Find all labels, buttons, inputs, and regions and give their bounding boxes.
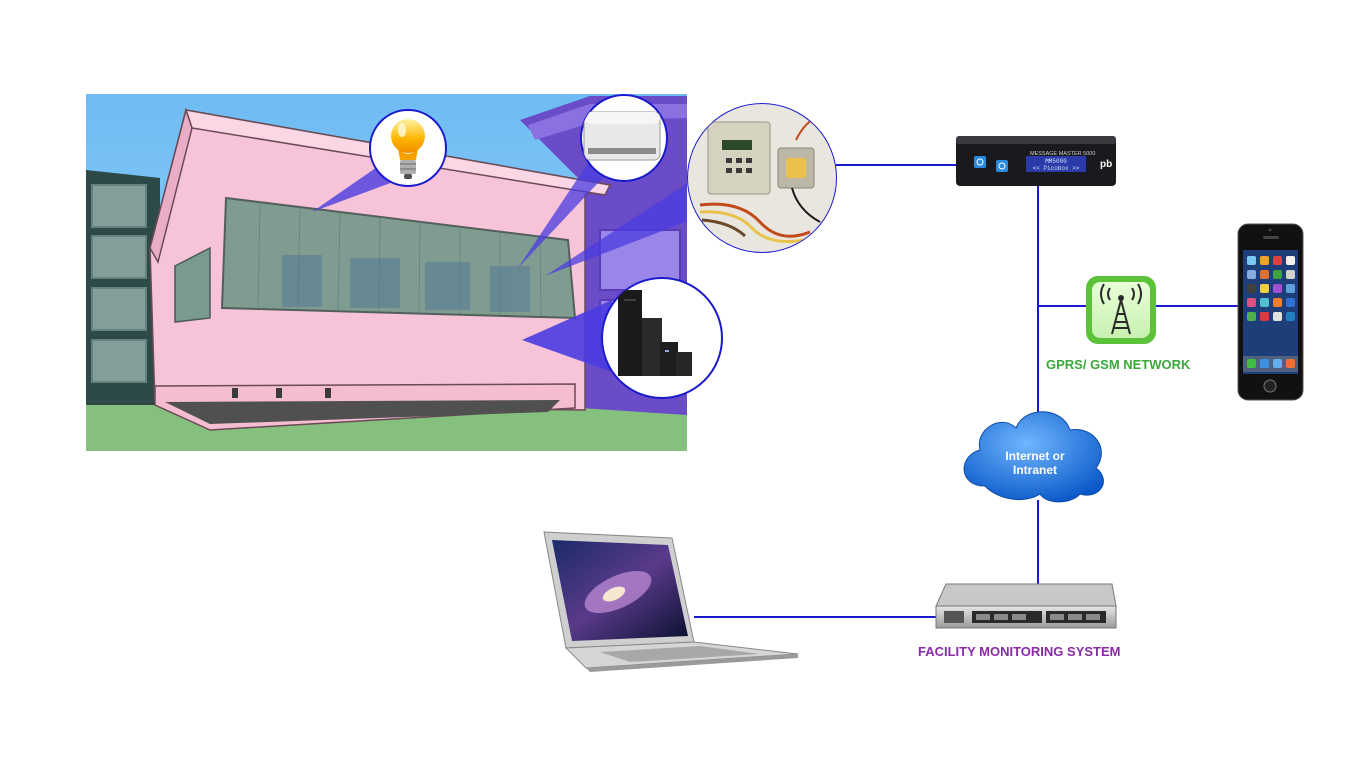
lightbulb-icon — [369, 109, 447, 187]
signal-tower-icon — [1086, 276, 1156, 344]
device-logo: pb — [1100, 159, 1112, 170]
ups-battery-icon — [601, 277, 723, 399]
device-screen-line1: MM5000 — [1045, 158, 1067, 165]
facility-monitoring-label: FACILITY MONITORING SYSTEM — [918, 644, 1121, 659]
message-master-device: MESSAGE MASTER 5000 MM5000 << Picobox >>… — [956, 136, 1116, 186]
cloud-label-line2: Intranet — [1013, 463, 1057, 477]
connector-lines — [694, 164, 1238, 618]
air-conditioner-icon — [580, 94, 668, 182]
sensor-panel-icon — [687, 103, 837, 253]
laptop-icon — [543, 531, 799, 672]
device-screen-line2: << Picobox >> — [1033, 165, 1080, 172]
smartphone-icon — [1237, 223, 1304, 401]
gprs-network-label: GPRS/ GSM NETWORK — [1046, 357, 1191, 372]
device-model-text: MESSAGE MASTER 5000 — [1030, 151, 1095, 157]
server-icon — [935, 583, 1117, 629]
cloud-icon: Internet or Intranet — [963, 411, 1104, 503]
cloud-label-line1: Internet or — [1005, 449, 1065, 463]
